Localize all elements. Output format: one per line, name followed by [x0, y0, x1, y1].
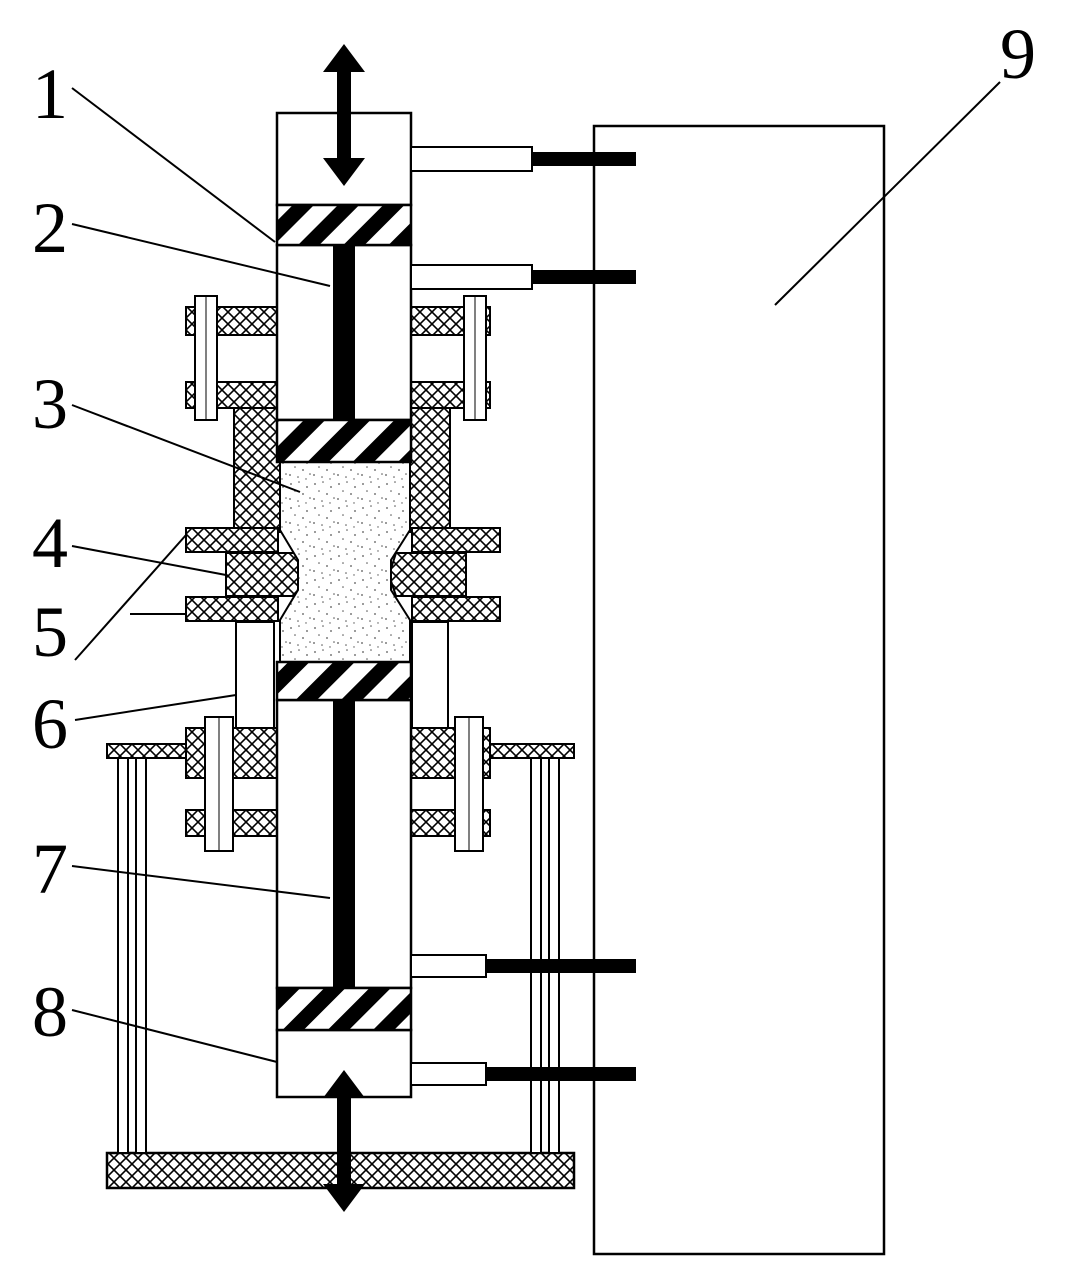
top-arrow-icon — [323, 44, 365, 186]
bottom-arrow-icon — [323, 1070, 365, 1212]
side-rings — [225, 552, 467, 597]
label-8: 8 — [32, 972, 68, 1052]
label-4: 4 — [32, 503, 68, 583]
lower-flange — [185, 716, 491, 852]
label-2: 2 — [32, 188, 68, 268]
clamp-plates — [185, 527, 501, 622]
upper-flange — [185, 295, 491, 421]
sensor-connectors — [410, 146, 636, 1086]
mold-sleeve — [233, 407, 451, 533]
label-6: 6 — [32, 684, 68, 764]
lower-rod — [333, 700, 355, 988]
label-9: 9 — [1000, 14, 1036, 94]
enclosure-box — [592, 124, 886, 1256]
label-1: 1 — [32, 54, 68, 134]
upper-rod — [333, 245, 355, 420]
label-7: 7 — [32, 829, 68, 909]
leader-lines — [71, 81, 1001, 1063]
label-3: 3 — [32, 364, 68, 444]
label-5: 5 — [32, 592, 68, 672]
porous-plates — [275, 203, 413, 1032]
callout-labels: 1 2 3 4 5 6 7 8 9 — [32, 14, 1036, 1052]
